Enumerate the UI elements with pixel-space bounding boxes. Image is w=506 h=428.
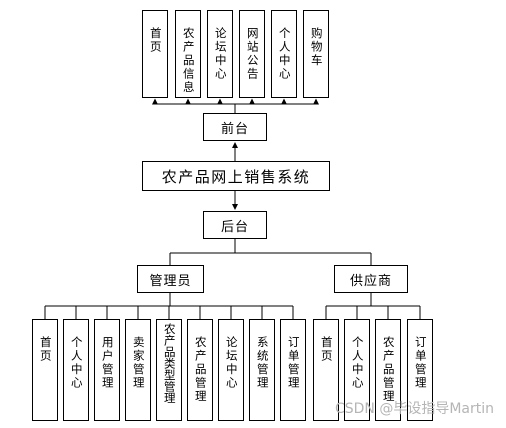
admin-module-box: 系统管理 [249, 319, 275, 421]
admin-module-box: 论坛中心 [218, 319, 244, 421]
admin-module-box: 农产品类型管理 [156, 319, 182, 421]
supplier-role-label: 供应商 [349, 273, 392, 289]
admin-module-label: 论坛中心 [224, 336, 239, 390]
admin-module-box: 农产品管理 [187, 319, 213, 421]
frontend-module-label: 购物车 [309, 27, 324, 68]
frontend-module-box: 论坛中心 [207, 10, 233, 98]
admin-module-label: 个人中心 [69, 336, 84, 390]
admin-module-label: 订单管理 [286, 336, 301, 390]
frontend-module-box: 首页 [142, 10, 168, 98]
frontend-module-label: 论坛中心 [213, 27, 228, 81]
frontend-module-label: 个人中心 [277, 27, 292, 81]
frontend-node: 前台 [203, 113, 267, 141]
admin-role-node: 管理员 [137, 265, 204, 293]
supplier-module-label: 农产品管理 [381, 336, 396, 404]
admin-module-box: 首页 [32, 319, 58, 421]
system-root-label: 农产品网上销售系统 [161, 167, 311, 186]
admin-module-label: 卖家管理 [131, 336, 146, 390]
supplier-module-box: 农产品管理 [375, 319, 401, 421]
admin-module-box: 订单管理 [280, 319, 306, 421]
supplier-module-label: 个人中心 [350, 336, 365, 390]
admin-module-box: 个人中心 [63, 319, 89, 421]
admin-module-label: 首页 [38, 336, 53, 363]
supplier-module-label: 订单管理 [413, 336, 428, 390]
supplier-module-box: 订单管理 [407, 319, 433, 421]
admin-module-label: 农产品类型管理 [162, 323, 177, 404]
supplier-module-label: 首页 [319, 336, 334, 363]
admin-module-label: 农产品管理 [193, 336, 208, 404]
frontend-module-box: 网站公告 [239, 10, 265, 98]
csdn-watermark: CSDN @毕设指导Martin [334, 401, 494, 417]
frontend-module-box: 农产品信息 [175, 10, 201, 98]
system-root-node: 农产品网上销售系统 [142, 161, 330, 191]
admin-role-label: 管理员 [149, 273, 192, 289]
admin-module-label: 系统管理 [255, 336, 270, 390]
admin-module-box: 卖家管理 [125, 319, 151, 421]
supplier-module-box: 个人中心 [344, 319, 370, 421]
frontend-module-box: 个人中心 [271, 10, 297, 98]
frontend-module-label: 首页 [148, 27, 163, 54]
frontend-module-label: 农产品信息 [181, 27, 196, 95]
frontend-module-box: 购物车 [303, 10, 329, 98]
frontend-node-label: 前台 [220, 121, 249, 137]
supplier-module-box: 首页 [313, 319, 339, 421]
admin-module-label: 用户管理 [100, 336, 115, 390]
frontend-module-label: 网站公告 [245, 27, 260, 81]
backend-node-label: 后台 [220, 219, 249, 235]
backend-node: 后台 [203, 211, 267, 239]
admin-module-box: 用户管理 [94, 319, 120, 421]
supplier-role-node: 供应商 [334, 265, 408, 293]
